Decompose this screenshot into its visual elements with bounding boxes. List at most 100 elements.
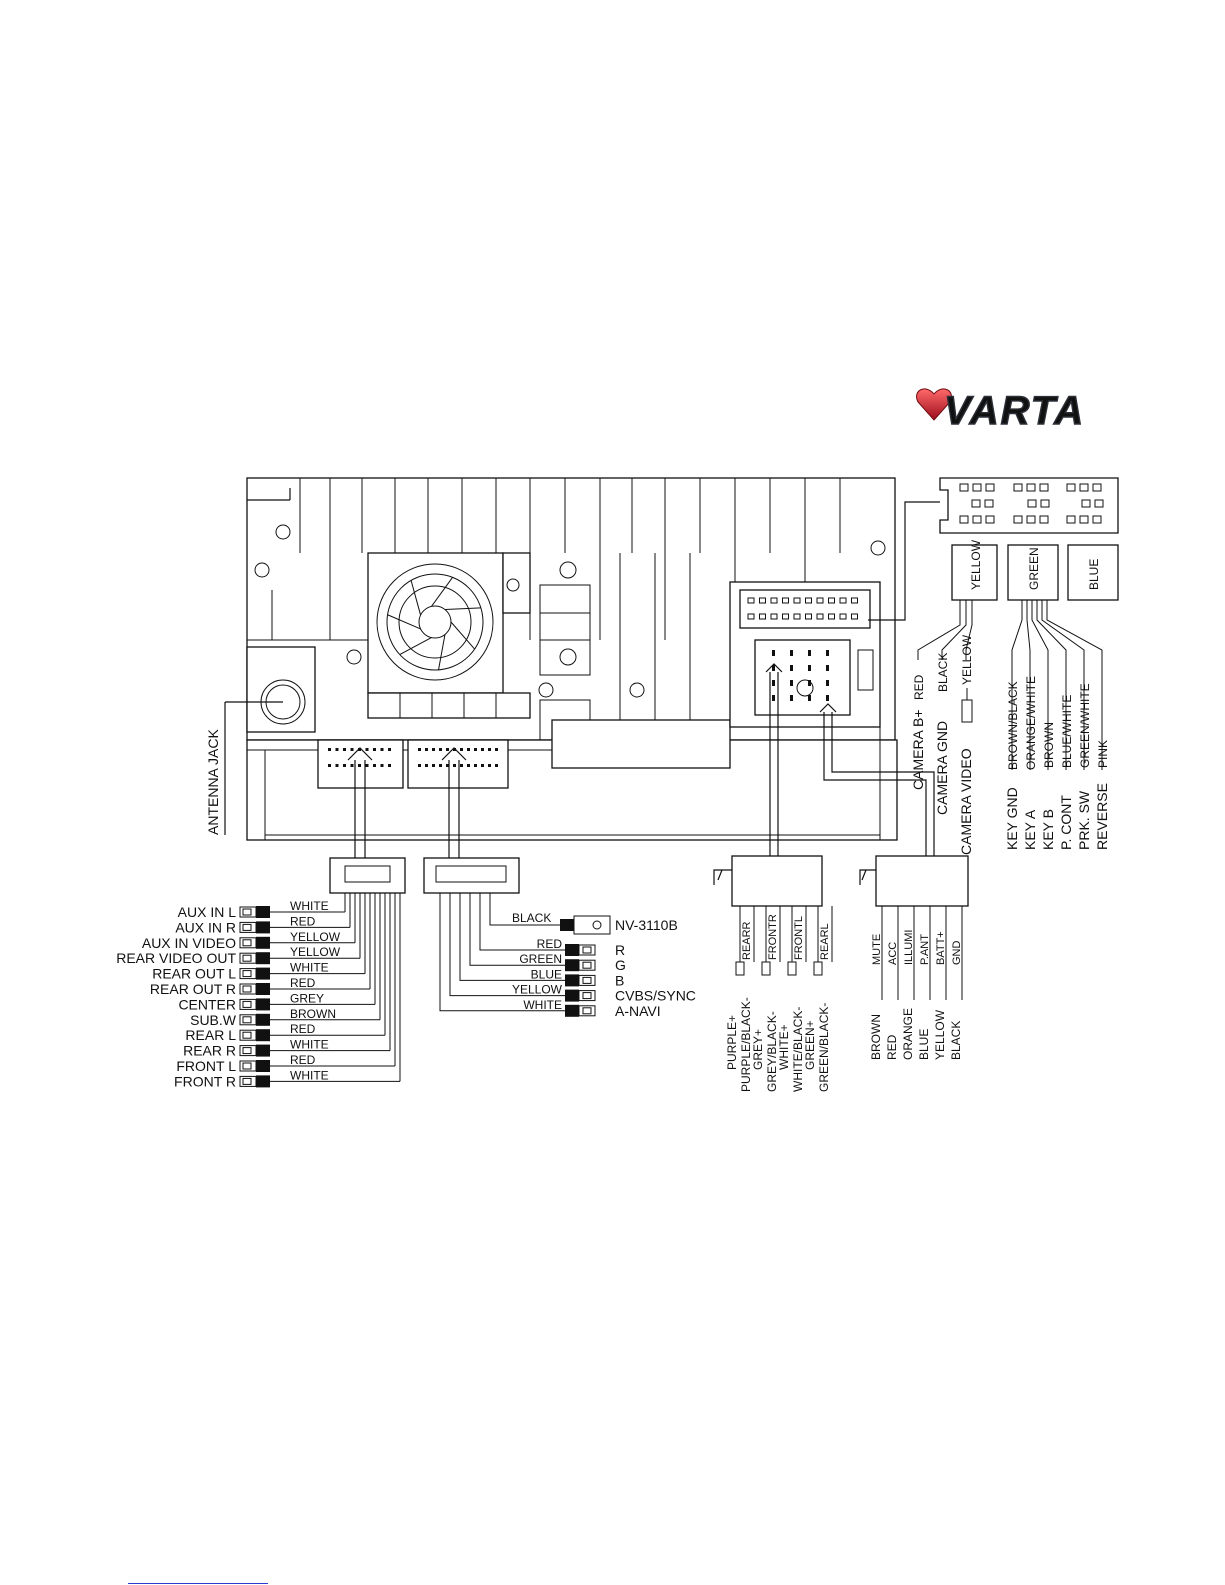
audio-wire-row: REAR VIDEO OUT YELLOW — [116, 893, 361, 966]
rca-plug-icon — [239, 1029, 270, 1042]
speaker-channel-label: FRONTR — [767, 914, 779, 960]
speaker-plus-label: WHITE+ — [777, 1024, 791, 1070]
wire-color-label: WHITE — [290, 1038, 329, 1052]
key-wire-color-label: ORANGE/WHITE — [1024, 676, 1038, 770]
wire-color-label: RED — [290, 1022, 316, 1036]
audio-output-label: AUX IN L — [178, 904, 237, 920]
key-wire-function-label: KEY B — [1040, 809, 1056, 850]
power-color-label: ORANGE — [901, 1008, 915, 1060]
power-harness: MUTEBROWNACCREDILLUMIORANGEP.ANTBLUEBATT… — [869, 906, 963, 1060]
video-output-row: WHITE A-NAVI — [439, 893, 661, 1019]
wire-color-label: WHITE — [523, 998, 562, 1012]
audio-output-label: AUX IN R — [175, 919, 236, 935]
key-block-blue — [1067, 544, 1119, 601]
camera-block — [951, 544, 998, 601]
rca-plug-icon — [239, 1075, 270, 1088]
power-color-label: YELLOW — [933, 1009, 947, 1060]
key-wire: ORANGE/WHITE KEY A — [1022, 600, 1038, 850]
wire-color-label: BLACK — [512, 911, 551, 925]
speaker-plus-label: PURPLE+ — [725, 1015, 739, 1070]
key-wire-color-label: BLUE/WHITE — [1060, 695, 1074, 768]
speaker-minus-label: WHITE/BLACK- — [791, 1007, 805, 1092]
video-output-label: G — [615, 957, 626, 973]
audio-output-label: CENTER — [178, 996, 236, 1012]
video-output-label: CVBS/SYNC — [615, 988, 696, 1004]
wire-color-label: YELLOW — [512, 983, 563, 997]
rca-jack-icon — [565, 959, 596, 972]
camera-wire-color-label: BLACK — [936, 653, 950, 692]
arrow-up-icon — [347, 747, 467, 858]
video-output-label: B — [615, 972, 624, 988]
audio-output-label: REAR VIDEO OUT — [116, 950, 236, 966]
power-function-label: MUTE — [871, 934, 883, 965]
rca-plug-icon — [239, 1013, 270, 1026]
key-wire-function-label: P. CONT — [1058, 795, 1074, 850]
audio-plug-right — [423, 857, 520, 894]
camera-wire-color-label: RED — [912, 674, 926, 700]
power-function-label: P.ANT — [919, 934, 931, 965]
audio-wire-row: CENTER GREY — [178, 893, 376, 1012]
rca-plug-icon — [239, 998, 270, 1011]
camera-wire-color-label: YELLOW — [960, 634, 974, 685]
speaker-minus-label: PURPLE/BLACK- — [739, 997, 753, 1092]
wire-color-label: BROWN — [290, 1007, 336, 1021]
speaker-channel-label: REARR — [741, 921, 753, 960]
rca-jack-icon — [565, 974, 596, 987]
wire-color-label: YELLOW — [290, 945, 341, 959]
video-output-label: A-NAVI — [615, 1003, 661, 1019]
footer-rule — [128, 1583, 268, 1584]
wire-color-label: RED — [290, 976, 316, 990]
audio-output-label: REAR OUT L — [152, 966, 236, 982]
iso-connector-pins — [747, 597, 858, 701]
audio-wire-row: REAR OUT R RED — [150, 893, 371, 997]
wire-color-label: WHITE — [290, 1068, 329, 1082]
power-function-label: ILLUMI — [903, 930, 915, 965]
power-wire: ACC RED — [885, 906, 899, 1060]
audio-output-label: REAR OUT R — [150, 981, 236, 997]
iso-connector-block — [939, 477, 1119, 534]
power-color-label: RED — [885, 1034, 899, 1060]
wire-color-label: GREY — [290, 991, 324, 1005]
speaker-harness: REARR PURPLE+PURPLE/BLACK-FRONTRGREY+GREY… — [725, 906, 833, 1092]
audio-output-label: FRONT R — [174, 1073, 236, 1089]
audio-connector-pins — [328, 748, 498, 767]
audio-output-label: FRONT L — [176, 1058, 236, 1074]
video-output-row: YELLOW CVBS/SYNC — [449, 893, 696, 1004]
camera-wire-function-label: CAMERA B+ — [910, 709, 926, 790]
logo-text: VARTA — [944, 389, 1085, 433]
key-wire-function-label: KEY A — [1022, 809, 1038, 850]
audio-output-label: REAR L — [185, 1027, 236, 1043]
speaker-channel: REARR PURPLE+PURPLE/BLACK- — [725, 906, 755, 1092]
speaker-minus-label: GREEN/BLACK- — [817, 1003, 831, 1092]
speaker-plug — [731, 855, 823, 907]
speaker-plus-label: GREEN+ — [803, 1020, 817, 1070]
key-block-blue-label: BLUE — [1087, 559, 1101, 590]
power-function-label: ACC — [887, 942, 899, 965]
key-wire: BLUE/WHITE P. CONT — [1036, 600, 1074, 850]
rca-jack-icon — [565, 944, 596, 956]
rca-plug-icon — [239, 906, 270, 918]
audio-wire-row: REAR L RED — [185, 893, 386, 1043]
